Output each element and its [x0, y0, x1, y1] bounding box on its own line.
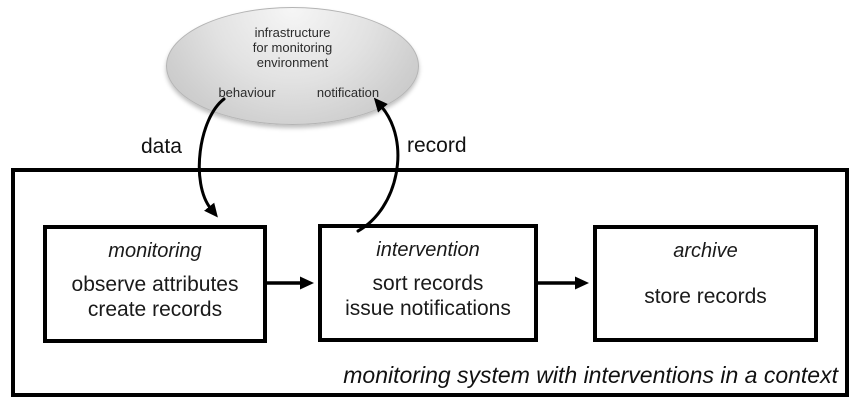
monitoring-node-title: monitoring — [108, 240, 202, 262]
infrastructure-label-line: infrastructure — [254, 25, 331, 40]
data-flow-label: data — [141, 135, 182, 158]
monitoring-node-line: create records — [87, 297, 223, 321]
infrastructure-ellipse: infrastructure for monitoring environmen… — [166, 7, 419, 125]
monitoring-node-line: observe attributes — [71, 272, 239, 296]
archive-node-title: archive — [673, 240, 738, 262]
monitoring-node: monitoring observe attributes create rec… — [43, 225, 267, 343]
context-boundary-box — [11, 168, 849, 397]
notification-port-label: notification — [316, 85, 380, 100]
intervention-node-body: sort records issue notifications — [345, 261, 511, 330]
intervention-node: intervention sort records issue notifica… — [318, 224, 538, 342]
infrastructure-label-line: for monitoring — [252, 40, 333, 55]
monitoring-node-body: observe attributes create records — [72, 262, 239, 331]
archive-node: archive store records — [593, 225, 818, 342]
intervention-node-line: issue notifications — [345, 296, 511, 320]
infrastructure-label: infrastructure for monitoring environmen… — [167, 25, 418, 70]
intervention-node-title: intervention — [376, 239, 480, 261]
record-flow-label: record — [407, 134, 467, 157]
behaviour-port-label: behaviour — [218, 85, 276, 100]
intervention-node-line: sort records — [372, 271, 484, 295]
archive-node-line: store records — [644, 284, 767, 308]
diagram-caption: monitoring system with interventions in … — [343, 362, 838, 388]
infrastructure-label-line: environment — [256, 55, 329, 70]
archive-node-body: store records — [644, 262, 767, 330]
